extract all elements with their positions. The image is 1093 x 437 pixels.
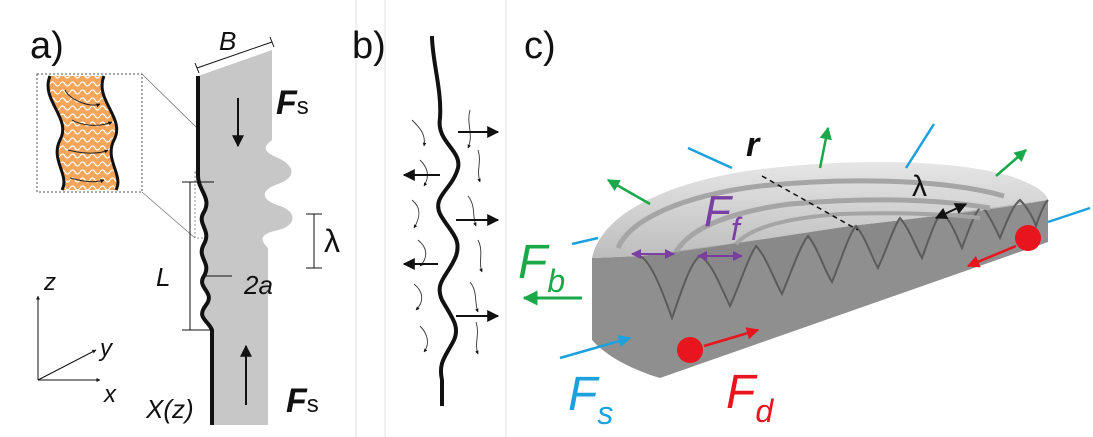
tension-line <box>1047 206 1091 224</box>
streamline <box>419 159 428 187</box>
inset-flow-arrow <box>64 89 101 108</box>
y-axis-label: y <box>98 335 114 362</box>
stress-label-bottom: Fs <box>286 382 319 420</box>
inset-right-edge <box>100 75 120 191</box>
inset-flow-arrow <box>69 177 105 184</box>
bending-arrow <box>818 126 832 169</box>
drag-label: Fd <box>726 366 774 429</box>
drag-point <box>1015 225 1041 251</box>
bending-arrow <box>995 149 1027 177</box>
panel-a: a) B Fs Fs λ <box>30 25 340 425</box>
streamline <box>417 239 427 267</box>
sheet-body <box>198 50 293 425</box>
tension-label: Fs <box>568 368 613 431</box>
drag-point <box>677 337 703 363</box>
sheet-left-edge <box>196 76 214 425</box>
wavelength-arrow <box>934 203 968 219</box>
inset-flow-arrow <box>67 149 109 154</box>
ridge <box>615 178 1005 250</box>
streamline <box>419 325 428 353</box>
amplitude-label: 2a <box>243 270 273 300</box>
inset-fiber-fill <box>48 76 118 190</box>
cut-face <box>592 200 1048 378</box>
streamline <box>467 109 471 149</box>
streamline <box>477 149 481 183</box>
panel-c-label: c) <box>524 25 556 67</box>
zoom-connector <box>141 191 196 239</box>
wavelength-label: λ <box>324 223 340 259</box>
inset-flow-arrow <box>71 119 113 126</box>
interface-line <box>430 35 461 406</box>
streamline <box>411 199 420 229</box>
bending-label: Fb <box>518 236 565 299</box>
panel-a-label: a) <box>30 25 64 67</box>
panel-c: c) r λ Ff Fb Fs <box>518 25 1091 431</box>
y-axis <box>37 349 97 381</box>
tension-line <box>571 236 599 246</box>
drag-arrow <box>703 327 760 348</box>
stress-label-top: Fs <box>276 84 309 122</box>
ridge <box>673 197 991 254</box>
drag-arrow <box>966 244 1017 268</box>
panel-b: b) <box>352 25 500 406</box>
z-axis-label: z <box>43 269 56 296</box>
bending-arrow <box>606 178 651 206</box>
wavelength-label-c: λ <box>912 170 927 203</box>
streamline <box>467 195 477 227</box>
width-dimension-line <box>196 41 273 69</box>
streamline <box>413 283 423 311</box>
tension-line <box>904 123 936 169</box>
tension-arrow <box>559 335 632 360</box>
coordinate-axes: z y x <box>36 269 117 408</box>
streamline <box>411 119 427 147</box>
profile-label: X(z) <box>145 394 194 424</box>
streamline <box>477 239 483 273</box>
inset-left-edge <box>46 75 66 191</box>
length-label: L <box>156 262 170 292</box>
tension-line <box>687 146 733 170</box>
width-label: B <box>219 26 236 56</box>
radius-line <box>761 175 859 231</box>
streamline <box>475 321 479 355</box>
radius-label: r <box>746 126 761 164</box>
inset-zoom <box>36 73 143 193</box>
x-axis-label: x <box>103 381 117 408</box>
panel-b-label: b) <box>352 25 386 67</box>
flow-field <box>411 109 483 355</box>
streamline <box>469 281 479 313</box>
